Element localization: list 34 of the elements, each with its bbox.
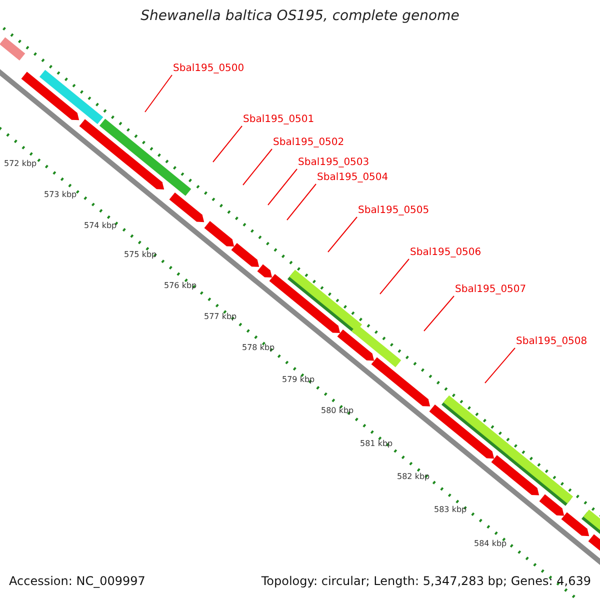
scale-label: 578 kbp bbox=[242, 343, 275, 352]
genome-info-text: Topology: circular; Length: 5,347,283 bp; Genes: 4,639 bbox=[261, 574, 591, 588]
scale-label: 577 kbp bbox=[204, 312, 237, 321]
scale-label: 580 kbp bbox=[321, 406, 354, 415]
scale-label: 575 kbp bbox=[124, 250, 157, 259]
title: Shewanella baltica OS195, complete genome bbox=[140, 8, 460, 24]
scale-label: 574 kbp bbox=[84, 221, 117, 230]
scale-label: 579 kbp bbox=[282, 375, 315, 384]
leader-line bbox=[144, 74, 172, 112]
gene-label: Sbal195_0503 bbox=[298, 157, 370, 168]
scale-label: 584 kbp bbox=[474, 539, 507, 548]
leader-line bbox=[380, 258, 410, 294]
gene-label: Sbal195_0501 bbox=[243, 114, 314, 125]
gene-label: Sbal195_0505 bbox=[358, 205, 430, 216]
leader-line bbox=[484, 348, 516, 384]
leader-line bbox=[424, 296, 454, 332]
scale-label: 576 kbp bbox=[164, 281, 197, 290]
gene-label: Sbal195_0502 bbox=[273, 137, 344, 148]
gene-label: Sbal195_0504 bbox=[317, 172, 388, 183]
leader-line bbox=[286, 184, 316, 220]
gene-label: Sbal195_0508 bbox=[516, 336, 588, 347]
scale-label: 572 kbp bbox=[4, 159, 37, 168]
leader-line bbox=[242, 148, 272, 186]
gene-label: Sbal195_0500 bbox=[173, 63, 244, 74]
leader-line bbox=[212, 126, 242, 162]
scale-label: 583 kbp bbox=[434, 505, 467, 514]
scale-label: 573 kbp bbox=[44, 190, 77, 199]
gene-label: Sbal195_0506 bbox=[410, 247, 482, 258]
gene-label: Sbal195_0507 bbox=[455, 284, 526, 295]
accession-text: Accession: NC_009997 bbox=[9, 574, 146, 588]
leader-line bbox=[328, 216, 358, 252]
scale-label: 581 kbp bbox=[360, 439, 393, 448]
leader-line bbox=[268, 168, 298, 206]
scale-label: 582 kbp bbox=[397, 472, 430, 481]
